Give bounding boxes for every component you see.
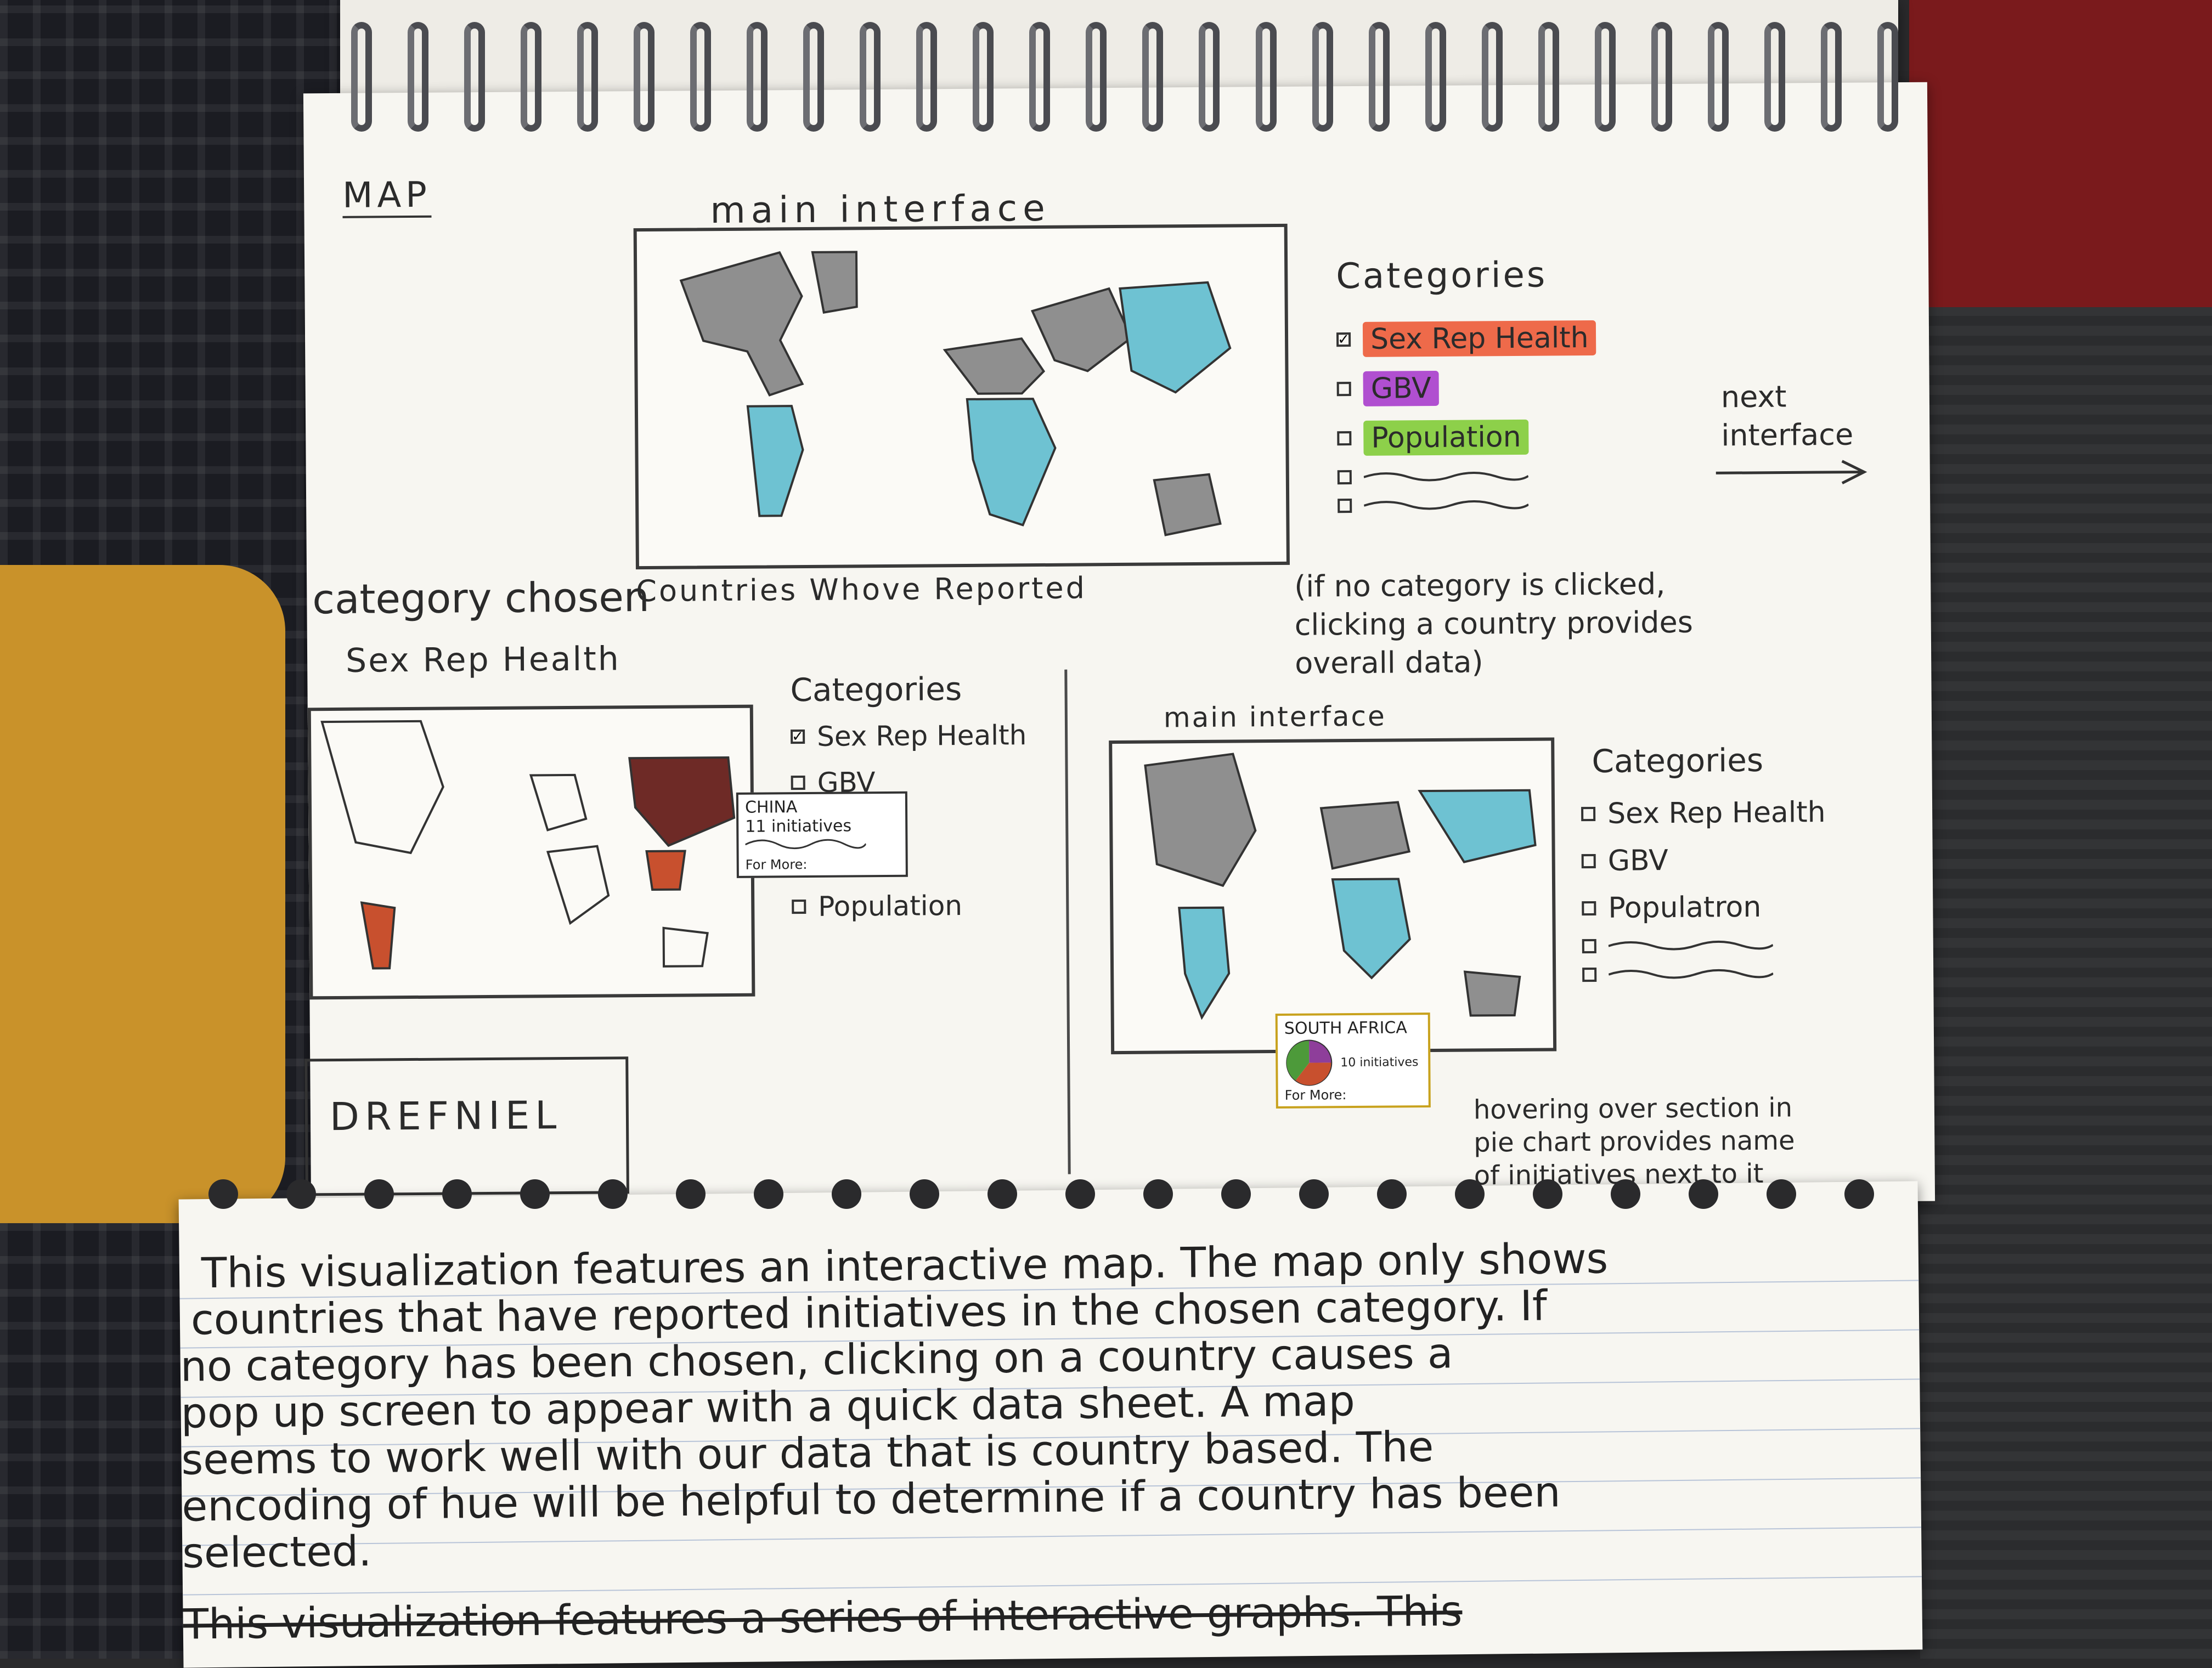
category-label: Populatron — [1608, 890, 1762, 925]
main-map-sketch — [633, 223, 1290, 570]
background-jacket — [0, 565, 285, 1223]
interface-panel-categories-title: Categories — [1592, 741, 1764, 780]
background-dark-surface — [1920, 307, 2212, 1659]
interface-panel-list: Sex Rep Health GBV Populatron — [1581, 796, 1827, 996]
category-panel-item[interactable]: GBV — [791, 765, 1028, 799]
category-map-sketch — [307, 704, 755, 1000]
click-note-line1: (if no category is clicked, — [1294, 567, 1666, 604]
popup-country: SOUTH AFRICA — [1284, 1018, 1407, 1038]
squiggle-placeholder — [1609, 969, 1774, 979]
world-map-drawing — [679, 251, 1232, 536]
category-checkbox-checked[interactable]: ✓ — [791, 728, 805, 745]
notebook-page-lower: This visualization features an interacti… — [178, 1181, 1923, 1668]
category-placeholder[interactable] — [1582, 966, 1827, 982]
category-checkbox[interactable] — [1581, 806, 1596, 822]
crossed-out-line: This visualization features a series of … — [183, 1586, 1463, 1649]
category-panel-item[interactable]: Population — [792, 890, 962, 923]
category-panel-categories-title: Categories — [790, 670, 962, 709]
hover-note-line2: pie chart provides name — [1474, 1125, 1795, 1158]
category-checkbox[interactable] — [1338, 499, 1352, 513]
hover-note-line1: hovering over section in — [1473, 1092, 1793, 1126]
category-checkbox[interactable] — [1582, 938, 1596, 954]
interface-panel-item[interactable]: Sex Rep Health — [1581, 796, 1826, 830]
category-chosen-subheading: Sex Rep Health — [345, 640, 620, 680]
main-categories-list: ✓ Sex Rep Health GBV Population — [1336, 320, 1598, 527]
category-sex-rep-health[interactable]: ✓ Sex Rep Health — [1336, 320, 1596, 357]
category-placeholder[interactable] — [1337, 468, 1598, 485]
category-map-drawing — [320, 720, 736, 970]
popup-count: 11 initiatives — [745, 816, 852, 836]
popup-count: 10 initiatives — [1340, 1055, 1419, 1070]
name-box: DREFNIEL — [304, 1056, 629, 1196]
category-panel-list: ✓ Sex Rep Health GBV — [791, 719, 1027, 813]
squiggle-placeholder — [1364, 500, 1529, 510]
popup-more: For More: — [745, 856, 808, 873]
pie-chart-icon[interactable] — [1284, 1038, 1334, 1088]
category-checkbox[interactable] — [1337, 431, 1352, 446]
category-label: Population — [818, 890, 963, 923]
name-text: DREFNIEL — [329, 1093, 562, 1140]
category-label: Population — [1363, 419, 1529, 456]
interface-map-drawing — [1144, 753, 1537, 1020]
next-note-line1: next — [1720, 379, 1787, 415]
category-checkbox[interactable] — [792, 899, 806, 914]
south-africa-popup: SOUTH AFRICA 10 initiatives For More: — [1275, 1013, 1431, 1109]
category-checkbox[interactable] — [1337, 470, 1352, 485]
categories-title: Categories — [1336, 255, 1548, 297]
squiggle-placeholder — [1608, 940, 1773, 951]
arrow-right-icon — [1716, 460, 1867, 485]
category-chosen-heading: category chosen — [312, 573, 650, 624]
category-population[interactable]: Population — [1337, 419, 1597, 456]
category-checkbox[interactable] — [1582, 967, 1597, 982]
category-checkbox[interactable] — [1582, 901, 1596, 916]
interface-panel-item[interactable]: Populatron — [1582, 890, 1826, 925]
page-holes — [208, 1179, 1909, 1209]
interface-panel-title: main interface — [1163, 700, 1386, 734]
next-note-line2: interface — [1721, 417, 1854, 453]
notebook-spiral — [351, 22, 1898, 148]
category-label: Sex Rep Health — [1362, 320, 1596, 357]
category-label: Sex Rep Health — [816, 719, 1027, 753]
squiggle-placeholder — [744, 839, 867, 850]
category-label: GBV — [817, 766, 876, 799]
panel-divider — [1064, 669, 1071, 1174]
category-checkbox[interactable] — [1336, 382, 1351, 397]
notebook-page-main: MAP main interface Countries Whove Repor… — [303, 82, 1936, 1213]
click-note-line2: clicking a country provides — [1294, 604, 1694, 642]
paragraph-line: selected. — [182, 1526, 372, 1577]
map-caption: Countries Whove Reported — [636, 570, 1087, 609]
squiggle-placeholder — [1363, 471, 1528, 482]
category-checkbox[interactable] — [1581, 853, 1596, 869]
section-label: MAP — [342, 174, 432, 218]
interface-map-sketch — [1109, 737, 1557, 1055]
main-interface-title: main interface — [710, 186, 1051, 232]
category-label: GBV — [1607, 844, 1668, 878]
china-popup: CHINA 11 initiatives For More: — [736, 791, 908, 878]
category-label: GBV — [1363, 370, 1439, 406]
category-label: Sex Rep Health — [1607, 796, 1826, 830]
category-gbv[interactable]: GBV — [1336, 370, 1596, 406]
background-red-object — [1909, 0, 2212, 307]
category-placeholder[interactable] — [1582, 937, 1827, 954]
category-checkbox[interactable] — [791, 776, 805, 790]
category-panel-item[interactable]: ✓ Sex Rep Health — [791, 719, 1027, 753]
category-checkbox-checked[interactable]: ✓ — [1336, 331, 1351, 348]
interface-panel-item[interactable]: GBV — [1581, 843, 1826, 878]
click-note-line3: overall data) — [1294, 644, 1483, 681]
category-placeholder[interactable] — [1338, 497, 1598, 513]
popup-more: For More: — [1284, 1087, 1347, 1103]
